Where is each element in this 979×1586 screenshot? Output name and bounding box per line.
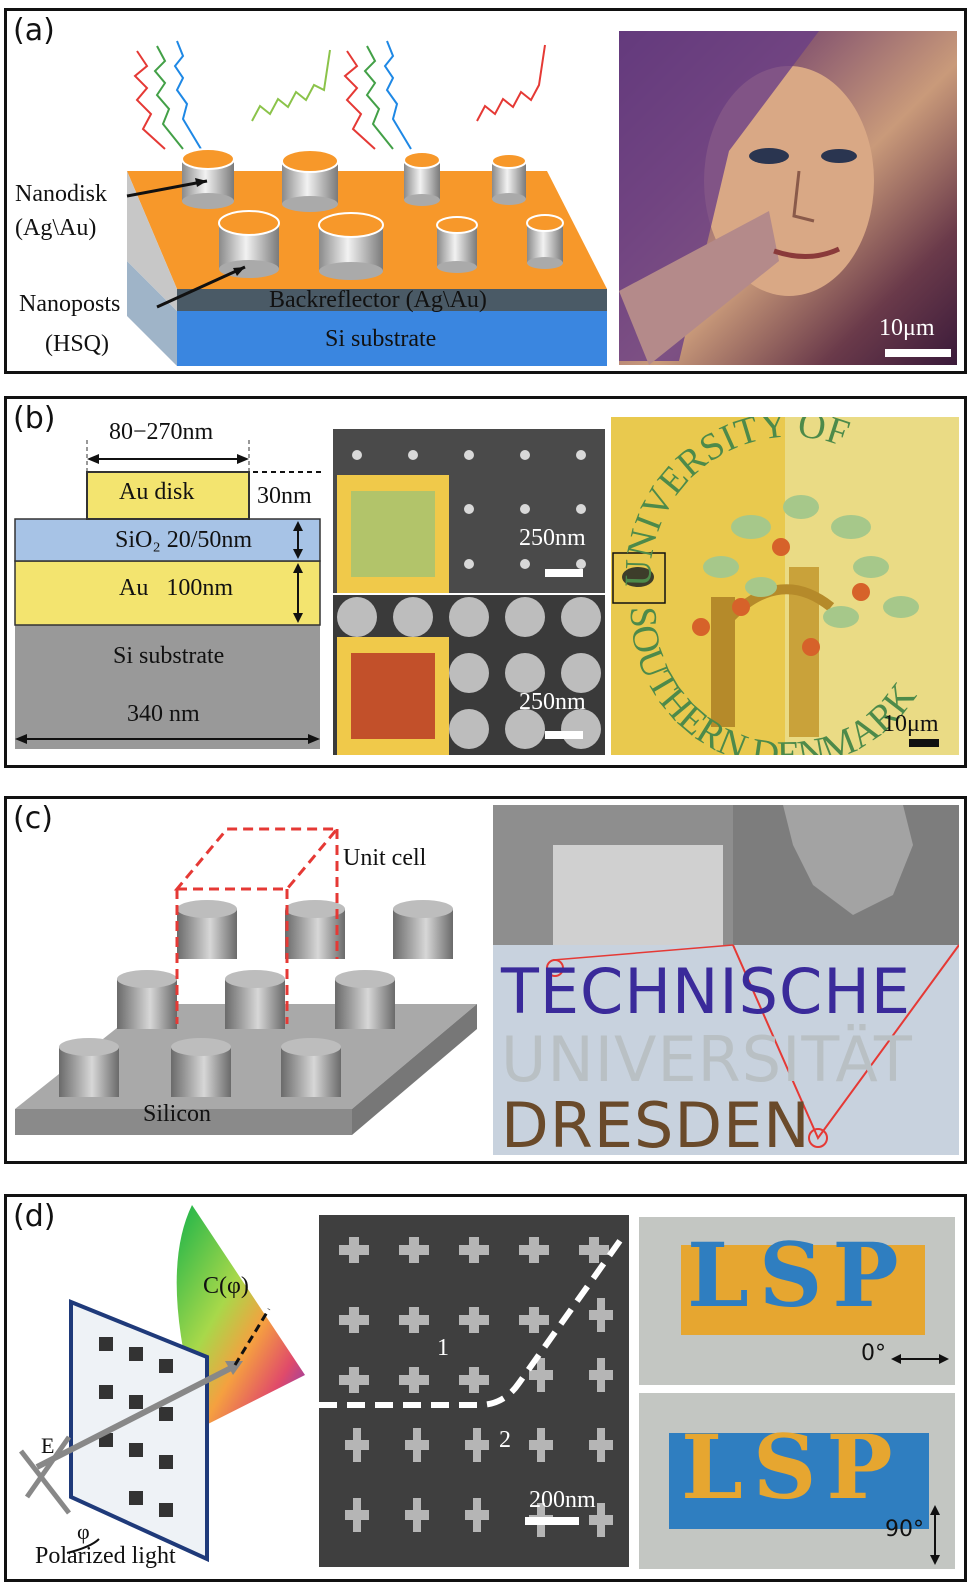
layer-stack-schematic <box>14 439 322 749</box>
nanodisk-label: Nanodisk <box>15 181 107 207</box>
unit-cell-box <box>173 827 341 1024</box>
region-1-label: 1 <box>437 1335 449 1361</box>
line-dresden: DRESDEN <box>501 1089 811 1155</box>
lsp-print-0deg: LSP 0° <box>639 1217 955 1385</box>
logo-bottom-text: SOUTHERN DENMARK <box>622 606 925 755</box>
si-substrate-label: Si substrate <box>113 643 225 669</box>
nanoposts-material: (HSQ) <box>45 331 109 357</box>
tu-dresden-print: TECHNISCHE UNIVERSITÄT DRESDEN <box>493 805 959 1155</box>
lsp-text: LSP <box>681 1415 903 1519</box>
panel-label: (d) <box>13 1199 56 1234</box>
backreflector-label: Backreflector (Ag\Au) <box>269 287 487 313</box>
scale-label: 10μm <box>879 315 935 341</box>
university-logo-print: UNIVERSITY OF SOUTHERN DENMARK 10μm <box>611 417 959 755</box>
polarized-light-label: Polarized light <box>35 1543 176 1569</box>
scale-label: 10μm <box>883 711 939 737</box>
scale-bar <box>545 731 583 739</box>
line-universitat: UNIVERSITÄT <box>501 1023 913 1096</box>
sio2-label: SiO₂ 20/50nm <box>115 527 253 553</box>
angle-label: 90° <box>885 1517 924 1542</box>
silicon-label: Silicon <box>143 1101 212 1127</box>
scale-bar <box>885 349 951 357</box>
panel-label: (a) <box>13 13 55 48</box>
panel-b: (b) 80−270nm Au disk 30nm SiO₂ 20/50nm A… <box>4 396 967 768</box>
nanoposts-label: Nanoposts <box>19 291 121 317</box>
unit-cell-label: Unit cell <box>343 845 427 871</box>
panel-d: (d) C(φ) E φ Polarized light <box>4 1194 967 1582</box>
scale-bar <box>545 569 583 577</box>
panel-label: (b) <box>13 401 56 436</box>
polarization-arrow <box>891 1354 949 1364</box>
scale-bar <box>909 739 939 747</box>
incident-light-rays <box>133 40 546 150</box>
pillar-array-schematic <box>15 827 477 1135</box>
panel-a: (a) <box>4 8 967 374</box>
width-range-label: 80−270nm <box>109 419 214 445</box>
nanodisk-material: (Ag\Au) <box>15 215 97 241</box>
disk-thickness-label: 30nm <box>257 483 312 509</box>
scale-bar <box>525 1517 579 1525</box>
scale-label: 200nm <box>529 1487 596 1513</box>
angle-label: 0° <box>861 1341 886 1366</box>
cphi-label: C(φ) <box>203 1273 249 1299</box>
sem-image-top: 250nm <box>333 429 605 593</box>
region-2-label: 2 <box>499 1427 511 1453</box>
scale-label: 250nm <box>519 689 586 715</box>
svg-text:SOUTHERN DENMARK: SOUTHERN DENMARK <box>622 606 925 755</box>
au-layer-label: Au 100nm <box>119 575 233 601</box>
panel-label: (c) <box>13 801 53 836</box>
color-print-portrait: 10μm <box>619 31 957 365</box>
sem-cross-structures: 1 2 200nm <box>319 1215 629 1567</box>
panel-c: (c) Unit cell Silicon <box>4 796 967 1164</box>
scale-label: 250nm <box>519 525 586 551</box>
e-field-label: E <box>41 1433 55 1458</box>
nanodisk-schematic <box>126 40 607 366</box>
nanodisk-array <box>181 148 564 280</box>
phi-label: φ <box>77 1519 90 1544</box>
lsp-text: LSP <box>687 1223 909 1327</box>
line-technische: TECHNISCHE <box>501 955 912 1028</box>
au-disk-label: Au disk <box>119 479 195 505</box>
polarization-arrow <box>930 1505 940 1565</box>
period-label: 340 nm <box>127 701 200 727</box>
sem-image-bottom: 250nm <box>333 595 605 755</box>
substrate-label: Si substrate <box>325 326 437 352</box>
polarization-schematic <box>19 1205 305 1563</box>
lsp-print-90deg: LSP 90° <box>639 1393 955 1569</box>
pillars <box>59 900 453 1097</box>
